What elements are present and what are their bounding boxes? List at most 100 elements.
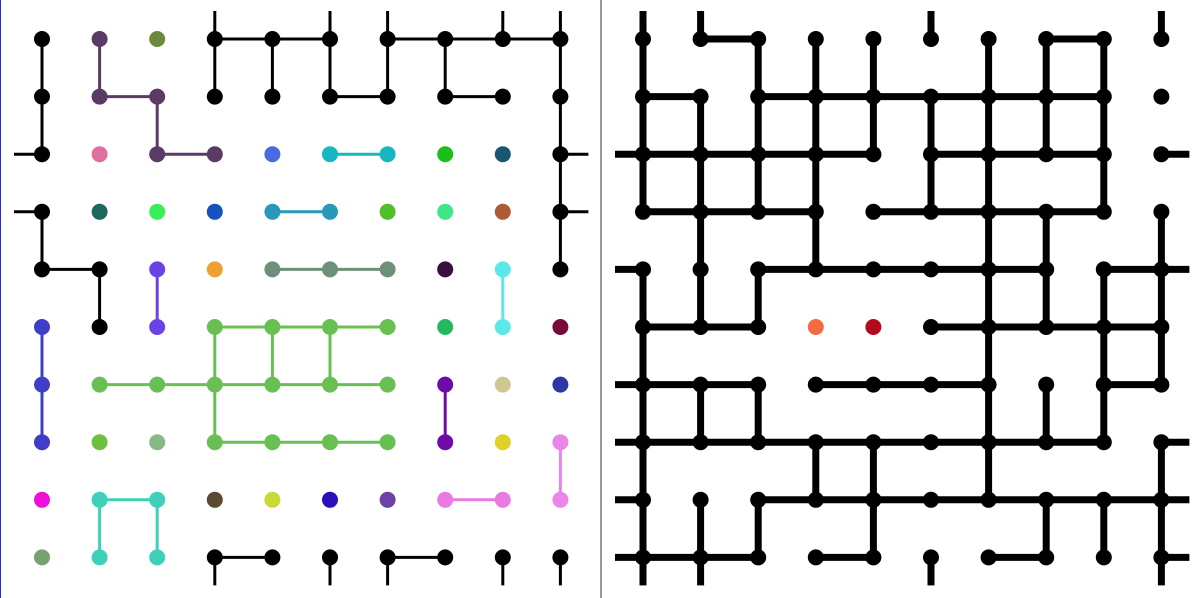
grid-dot[interactable]	[1095, 261, 1112, 278]
grid-dot[interactable]	[206, 376, 223, 393]
grid-dot[interactable]	[494, 376, 511, 393]
grid-dot[interactable]	[807, 203, 824, 220]
grid-dot[interactable]	[149, 261, 166, 278]
grid-dot[interactable]	[494, 491, 511, 508]
grid-dot[interactable]	[1038, 434, 1055, 451]
grid-dot[interactable]	[91, 376, 108, 393]
grid-dot[interactable]	[206, 549, 223, 566]
grid-dot[interactable]	[692, 434, 709, 451]
grid-dot[interactable]	[635, 549, 651, 566]
grid-dot[interactable]	[91, 319, 108, 335]
grid-dot[interactable]	[322, 261, 338, 278]
grid-dot[interactable]	[865, 88, 882, 105]
grid-dot[interactable]	[91, 88, 108, 105]
grid-dot[interactable]	[149, 434, 166, 451]
grid-dot[interactable]	[635, 434, 651, 451]
grid-dot[interactable]	[692, 261, 709, 278]
grid-dot[interactable]	[34, 261, 50, 278]
grid-dot[interactable]	[923, 434, 939, 451]
grid-dot[interactable]	[91, 491, 108, 508]
grid-dot[interactable]	[494, 434, 511, 451]
grid-dot[interactable]	[750, 31, 767, 47]
grid-dot[interactable]	[322, 31, 338, 47]
grid-dot[interactable]	[865, 549, 882, 566]
grid-dot[interactable]	[206, 31, 223, 47]
grid-dot[interactable]	[34, 203, 50, 220]
grid-dot[interactable]	[379, 376, 396, 393]
grid-dot[interactable]	[552, 146, 569, 163]
grid-dot[interactable]	[322, 549, 338, 566]
grid-dot[interactable]	[980, 203, 997, 220]
grid-dot[interactable]	[149, 88, 166, 105]
grid-dot[interactable]	[1095, 203, 1112, 220]
highlight-dot[interactable]	[865, 319, 882, 335]
grid-dot[interactable]	[750, 376, 767, 393]
grid-dot[interactable]	[264, 491, 281, 508]
grid-dot[interactable]	[980, 549, 997, 566]
grid-dot[interactable]	[437, 549, 454, 566]
grid-dot[interactable]	[635, 146, 651, 163]
grid-dot[interactable]	[437, 146, 454, 163]
grid-dot[interactable]	[149, 203, 166, 220]
grid-dot[interactable]	[552, 491, 569, 508]
grid-dot[interactable]	[692, 549, 709, 566]
grid-dot[interactable]	[149, 319, 166, 335]
grid-dot[interactable]	[494, 203, 511, 220]
grid-dot[interactable]	[635, 491, 651, 508]
grid-dot[interactable]	[379, 203, 396, 220]
grid-dot[interactable]	[1038, 203, 1055, 220]
grid-dot[interactable]	[437, 376, 454, 393]
grid-dot[interactable]	[34, 434, 50, 451]
grid-dot[interactable]	[1153, 88, 1170, 105]
grid-dot[interactable]	[923, 319, 939, 335]
grid-dot[interactable]	[865, 31, 882, 47]
grid-dot[interactable]	[807, 261, 824, 278]
grid-dot[interactable]	[1153, 376, 1170, 393]
grid-dot[interactable]	[264, 434, 281, 451]
grid-dot[interactable]	[980, 31, 997, 47]
grid-dot[interactable]	[379, 491, 396, 508]
grid-dot[interactable]	[1095, 88, 1112, 105]
grid-dot[interactable]	[379, 549, 396, 566]
grid-dot[interactable]	[322, 88, 338, 105]
grid-dot[interactable]	[692, 31, 709, 47]
grid-dot[interactable]	[635, 261, 651, 278]
grid-dot[interactable]	[807, 549, 824, 566]
grid-dot[interactable]	[1095, 31, 1112, 47]
grid-dot[interactable]	[1038, 376, 1055, 393]
grid-dot[interactable]	[379, 88, 396, 105]
grid-dot[interactable]	[807, 146, 824, 163]
grid-dot[interactable]	[635, 88, 651, 105]
grid-dot[interactable]	[692, 491, 709, 508]
highlight-dot[interactable]	[807, 319, 824, 335]
grid-dot[interactable]	[980, 261, 997, 278]
grid-dot[interactable]	[865, 434, 882, 451]
grid-dot[interactable]	[437, 319, 454, 335]
grid-dot[interactable]	[91, 261, 108, 278]
grid-dot[interactable]	[692, 376, 709, 393]
grid-dot[interactable]	[34, 376, 50, 393]
grid-dot[interactable]	[379, 31, 396, 47]
grid-dot[interactable]	[865, 203, 882, 220]
grid-dot[interactable]	[980, 319, 997, 335]
grid-dot[interactable]	[865, 376, 882, 393]
grid-dot[interactable]	[923, 491, 939, 508]
grid-dot[interactable]	[1153, 319, 1170, 335]
grid-dot[interactable]	[322, 376, 338, 393]
grid-dot[interactable]	[923, 31, 939, 47]
grid-dot[interactable]	[34, 549, 50, 566]
grid-dot[interactable]	[437, 261, 454, 278]
grid-dot[interactable]	[923, 203, 939, 220]
grid-dot[interactable]	[692, 88, 709, 105]
grid-dot[interactable]	[379, 146, 396, 163]
grid-dot[interactable]	[1095, 491, 1112, 508]
grid-dot[interactable]	[1153, 549, 1170, 566]
grid-dot[interactable]	[865, 261, 882, 278]
grid-dot[interactable]	[264, 261, 281, 278]
grid-dot[interactable]	[379, 434, 396, 451]
grid-dot[interactable]	[264, 376, 281, 393]
grid-dot[interactable]	[750, 146, 767, 163]
grid-dot[interactable]	[552, 203, 569, 220]
grid-dot[interactable]	[264, 146, 281, 163]
grid-dot[interactable]	[1038, 491, 1055, 508]
